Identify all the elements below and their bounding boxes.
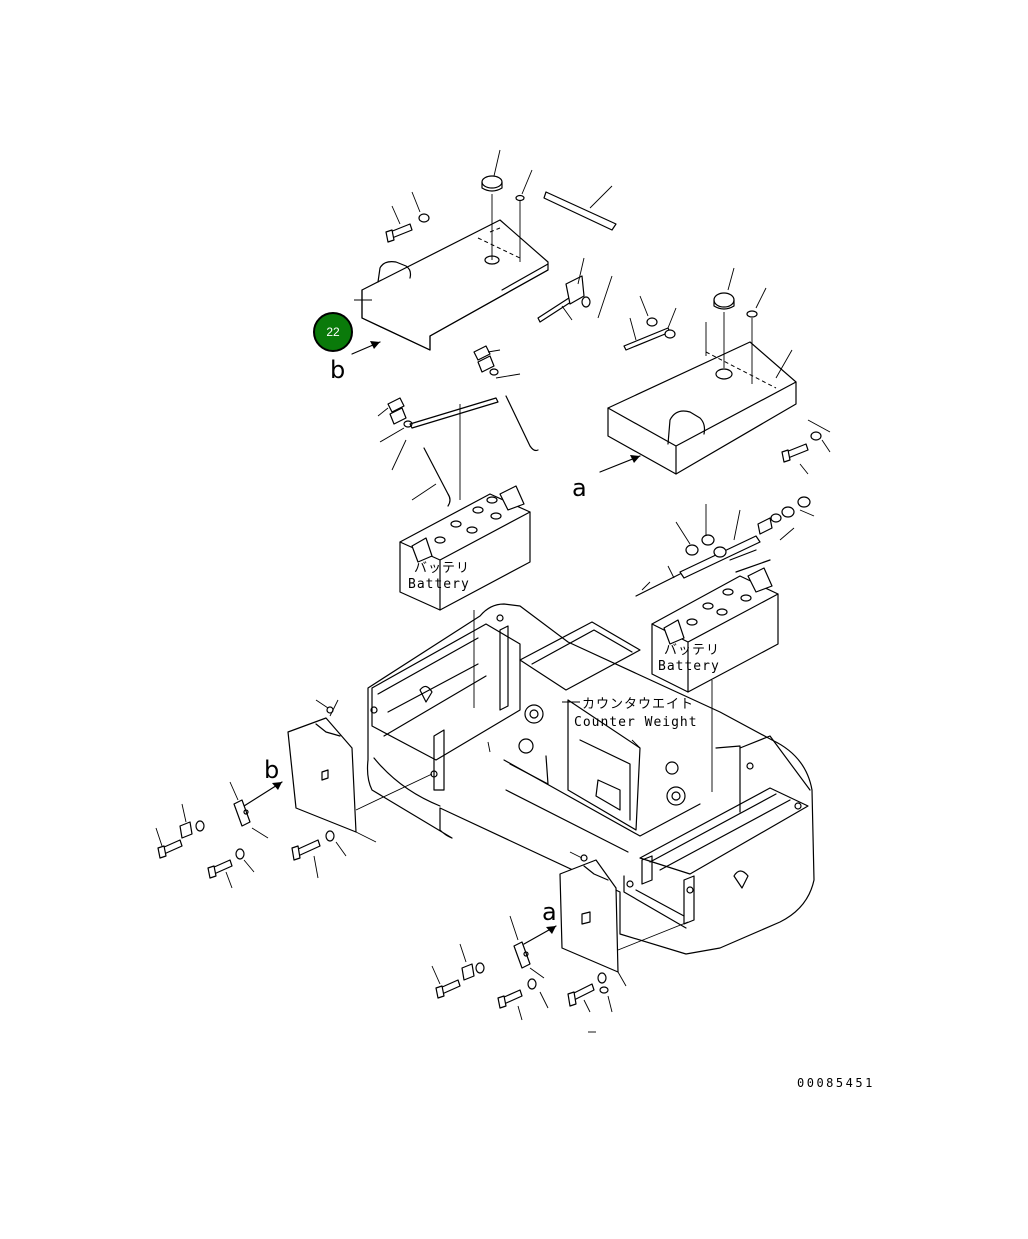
callout-badge-22[interactable]: 22 [313, 312, 353, 352]
hold-rod [537, 257, 613, 323]
counterweight: カウンタウエイト Counter Weight [366, 603, 815, 955]
svg-text:a: a [542, 898, 557, 926]
counterweight-label-jp: カウンタウエイト [582, 697, 694, 712]
bolt-icon [781, 419, 831, 475]
arrow-b-top: b [330, 341, 381, 384]
svg-text:a: a [572, 474, 587, 502]
drawing-code: 00085451 [797, 1076, 875, 1090]
right-battery-cover [607, 267, 797, 475]
battery-label-jp-right: バッテリ [664, 643, 720, 658]
battery-label-en-left: Battery [408, 577, 470, 592]
arrow-a-top: a [572, 455, 641, 502]
battery-label-en-right: Battery [658, 659, 720, 674]
battery-icon: バッテリ Battery [399, 485, 531, 708]
battery-label-jp-left: バッテリ [414, 561, 470, 576]
counterweight-label-en: Counter Weight [574, 715, 698, 730]
right-side-plate: a [431, 851, 689, 1021]
svg-text:b: b [330, 356, 345, 384]
bolt-icon [385, 191, 430, 243]
left-hold-down [377, 345, 539, 507]
battery-icon: バッテリ Battery [651, 567, 779, 792]
left-cover-caps [481, 149, 617, 262]
left-battery-cover [354, 219, 549, 351]
svg-text:b: b [264, 756, 279, 784]
right-hold-rod [623, 295, 677, 351]
right-hold-down [635, 496, 815, 597]
left-side-plate: b [155, 699, 433, 889]
